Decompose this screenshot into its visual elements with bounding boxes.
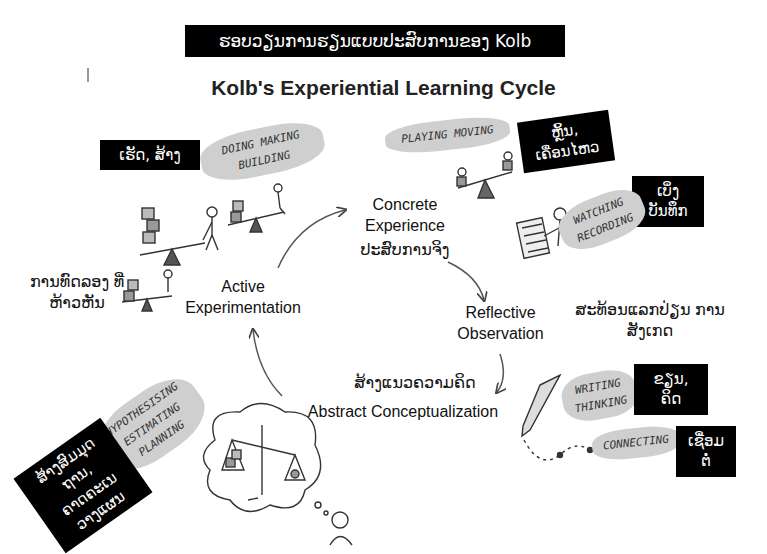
node-text: ເບິ່ງ ບັນທຶກ [640,181,696,222]
node-text: CONNECTING [601,430,670,455]
watching-figure [517,208,566,258]
caption-box: ຫຼິ້ນ, ເຄື່ອນໄຫວ [517,110,615,173]
caption-box: ເຮັດ, ສ້າງ [100,140,200,170]
node-text: PLAYING MOVING [394,121,500,149]
sketch-label-box: WATCHING RECORDING [552,181,651,258]
playground-seesaw [457,152,512,198]
stage-label: Abstract Conceptualization [288,402,518,423]
stage-label: ປະສົບການຈິງ [345,240,465,261]
stage-label: ສ້າງແນວຄວາມຄິດ [330,373,500,394]
node-text: ເຮັດ, ສ້າງ [108,145,192,165]
sketch-label-box: DOING MAKING BUILDING [196,116,328,188]
sketch-label-box: PLAYING MOVING [384,114,511,156]
tick-mark [88,68,89,82]
sketch-label-box: CONNECTING [591,423,682,462]
stage-label: ສະທ້ອນແລກປ່ຽນ ການສັງເກດ [560,300,740,342]
node-text: WRITING THINKING [569,373,629,417]
node-text: ເຊື່ອມຕໍ່ [684,431,728,472]
sketch-label-box: WRITING THINKING [558,366,640,425]
caption-box: ຂຽນ, ຄິດ [634,364,708,415]
stage-label: Active Experimentation [178,277,308,319]
caption-box: ຮອບວຽນການຮຽນແບບປະສົບການຂອງ Kolb [185,25,565,57]
node-text: WATCHING RECORDING [564,191,640,249]
thought-bubble [204,404,352,546]
main-title: Kolb's Experiential Learning Cycle [0,76,767,100]
stage-label: Reflective Observation [448,303,553,345]
stage-label: Concrete Experience [345,195,465,237]
caption-box: ເຊື່ອມຕໍ່ [676,426,736,477]
node-text: ຫຼິ້ນ, ເຄື່ອນໄຫວ [526,116,607,167]
stage-label: ການທົດລອງ ທີ່ຫ້າວຫັນ [22,272,132,314]
node-text: DOING MAKING BUILDING [207,123,317,179]
node-text: ຂຽນ, ຄິດ [642,369,700,410]
node-text: ຮອບວຽນການຮຽນແບບປະສົບການຂອງ Kolb [199,31,551,51]
